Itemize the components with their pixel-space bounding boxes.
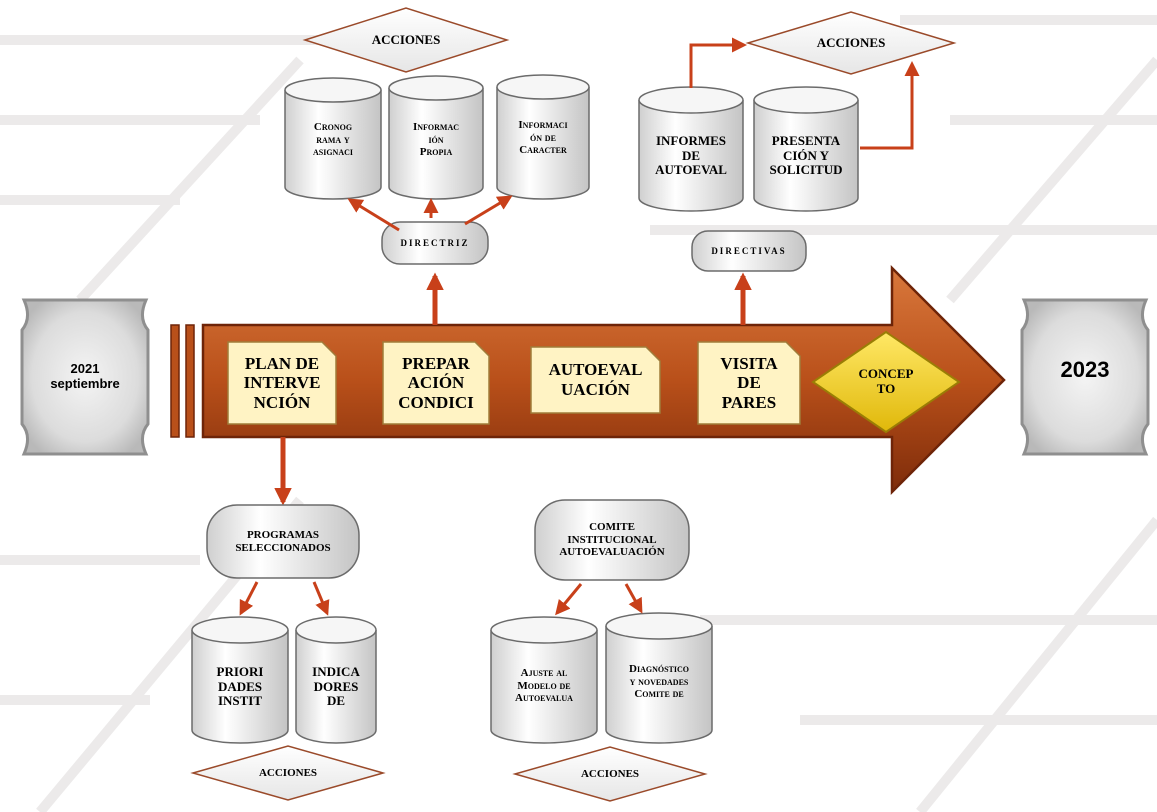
cylinder-informes-autoeval: INFORMES DE AUTOEVAL: [655, 132, 727, 178]
concept-label: CONCEP TO: [858, 366, 914, 396]
cylinder-informacion-propia: Informac ión Propia: [412, 121, 460, 159]
cylinder-presentacion-solicitud: PRESENTA CIÓN Y SOLICITUD: [769, 132, 843, 178]
cylinder-informacion-caracter: Informaci ón de Caracter: [518, 119, 568, 157]
cylinder-cronograma: Cronog rama y asignaci: [312, 121, 353, 159]
top-left-acciones-label: ACCIONES: [371, 31, 441, 47]
cylinder-ajuste-modelo: Ajuste al Modelo de Autoevalua: [515, 667, 573, 705]
stage-plan-intervencion: PLAN DE INTERVE NCIÓN: [243, 353, 321, 412]
top-right-acciones-label: ACCIONES: [816, 34, 886, 50]
bottom-left-acciones-label: ACCIONES: [258, 766, 318, 779]
cylinder-prioridades: PRIORI DADES INSTIT: [216, 663, 264, 709]
stage-boxes: [227, 341, 801, 425]
comite-institucional-label: COMITE INSTITUCIONAL AUTOEVALUACIÓN: [559, 521, 665, 559]
bottom-mid-acciones-label: ACCIONES: [580, 767, 640, 780]
stage-autoevaluacion: AUTOEVAL UACIÓN: [548, 360, 643, 399]
end-date-label: 2023: [1060, 357, 1110, 383]
stage-preparacion-condiciones: PREPAR ACIÓN CONDICI: [398, 353, 474, 412]
stage-visita-pares: VISITA DE PARES: [720, 353, 778, 412]
concept-diamond: [811, 330, 961, 434]
connector-arrows: [239, 37, 920, 616]
pill-shapes: [206, 221, 807, 581]
end-date-plaque: [1020, 298, 1150, 456]
programas-seleccionados-label: PROGRAMAS SELECCIONADOS: [235, 528, 331, 554]
acciones-diamonds: [190, 7, 957, 802]
cylinder-indicadores: INDICA DORES DE: [312, 663, 360, 709]
start-date-plaque: [20, 298, 150, 456]
start-date-label: 2021 septiembre: [50, 361, 120, 391]
directivas-label: DIRECTIVAS: [711, 245, 787, 256]
cylinders: [191, 74, 859, 744]
cylinder-diagnostico: Diagnóstico y novedades Comite de: [629, 663, 689, 701]
directriz-label: DIRECTRIZ: [400, 237, 470, 248]
